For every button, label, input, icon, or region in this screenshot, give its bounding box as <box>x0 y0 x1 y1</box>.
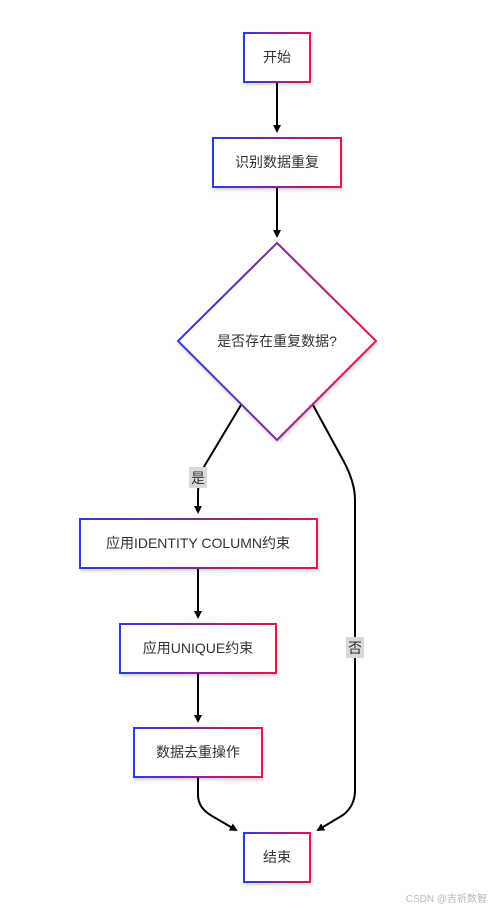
edge-dedup-to-end <box>197 777 238 832</box>
edge-label-yes-text: 是 <box>191 470 205 486</box>
node-deduplicate-label: 数据去重操作 <box>156 744 240 760</box>
edge-decision-to-end <box>312 404 356 832</box>
node-end-label: 结束 <box>263 849 291 865</box>
node-identify-duplicates-label: 识别数据重复 <box>235 154 319 170</box>
edge-label-no: 否 <box>346 637 364 658</box>
node-identify-duplicates[interactable]: 识别数据重复 <box>212 137 342 188</box>
node-start-label: 开始 <box>263 49 291 65</box>
edge-decision-to-identity <box>194 404 242 514</box>
node-apply-identity-column[interactable]: 应用IDENTITY COLUMN约束 <box>79 518 318 569</box>
node-decision-label: 是否存在重复数据? <box>217 333 337 349</box>
node-apply-unique-label: 应用UNIQUE约束 <box>143 640 253 656</box>
node-start[interactable]: 开始 <box>243 32 311 83</box>
edges <box>194 82 356 832</box>
edge-label-no-text: 否 <box>348 640 362 656</box>
node-end[interactable]: 结束 <box>243 832 311 883</box>
node-deduplicate[interactable]: 数据去重操作 <box>133 727 263 778</box>
watermark: CSDN @吉祈数智 <box>405 894 487 905</box>
node-apply-unique[interactable]: 应用UNIQUE约束 <box>119 623 277 674</box>
edge-label-yes: 是 <box>189 467 207 488</box>
node-apply-identity-column-label: 应用IDENTITY COLUMN约束 <box>106 535 290 551</box>
node-decision-duplicates-exist[interactable]: 是否存在重复数据? <box>176 241 378 442</box>
